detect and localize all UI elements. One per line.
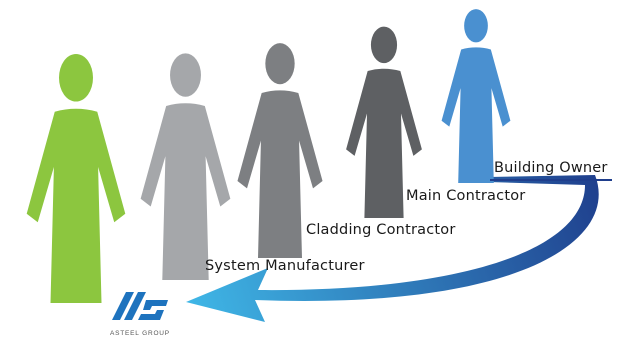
- role-label-main-contractor: Main Contractor: [406, 188, 526, 204]
- role-label-cladding-contractor: Cladding Contractor: [306, 222, 456, 238]
- system-manufacturer-figure: [140, 53, 231, 280]
- role-label-building-owner: Building Owner: [494, 160, 608, 176]
- lead-figure: [26, 53, 126, 303]
- logo-wordmark: ASTEEL GROUP: [110, 330, 170, 337]
- role-label-system-manufacturer: System Manufacturer: [205, 258, 365, 274]
- feedback-arrow: [186, 175, 599, 322]
- building-owner-figure: [441, 9, 511, 183]
- asteel-logo-icon: [112, 292, 168, 320]
